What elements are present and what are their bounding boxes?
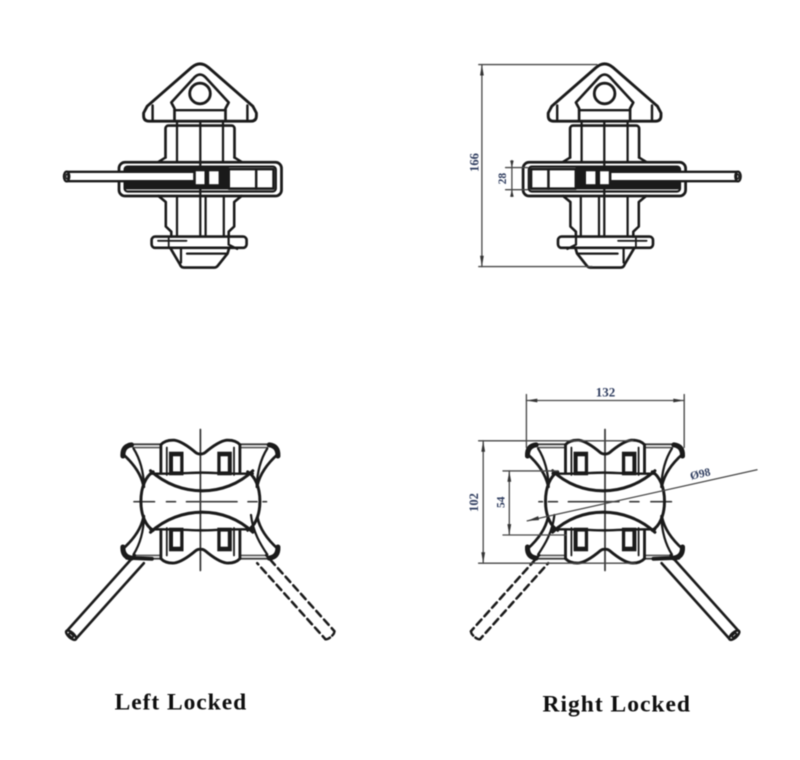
svg-text:28: 28 [497, 173, 509, 185]
svg-text:102: 102 [467, 493, 481, 512]
svg-text:132: 132 [596, 385, 616, 400]
svg-text:54: 54 [496, 496, 508, 508]
svg-text:Ø98: Ø98 [689, 466, 712, 482]
svg-text:Left Locked: Left Locked [115, 690, 248, 716]
svg-text:166: 166 [468, 153, 482, 172]
svg-text:Right Locked: Right Locked [543, 692, 691, 718]
